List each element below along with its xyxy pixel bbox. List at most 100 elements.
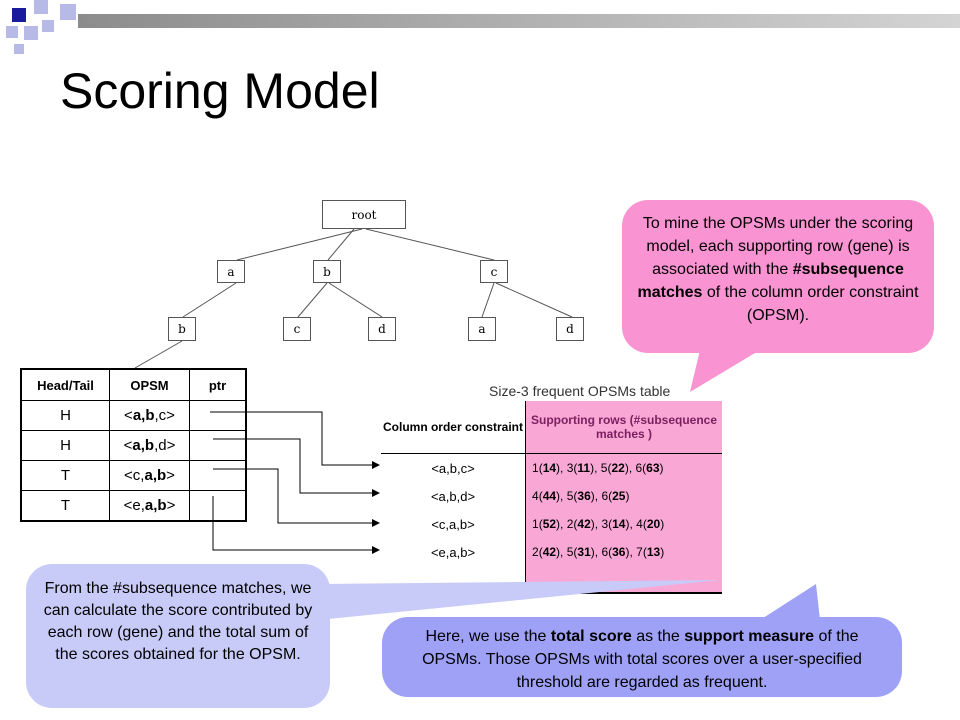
match-count: 14 bbox=[612, 517, 626, 531]
column-header: ptr bbox=[189, 368, 247, 401]
column-header: Supporting rows (#subsequence matches ) bbox=[525, 401, 722, 454]
opsm-cell: <e,a,b> bbox=[109, 490, 190, 522]
table-row: T <e,a,b> bbox=[20, 490, 247, 522]
opsm-text: > bbox=[166, 497, 176, 514]
match-count: 25 bbox=[612, 489, 626, 503]
column-header: OPSM bbox=[109, 368, 190, 401]
opsm-text: > bbox=[166, 467, 175, 484]
table-row: <a,b,d>4(44), 5(36), 6(25) bbox=[381, 482, 722, 510]
row-id: 5 bbox=[600, 461, 608, 475]
opsm-table-caption: Size-3 frequent OPSMs table bbox=[489, 383, 671, 399]
row-id: 5 bbox=[566, 545, 574, 559]
column-header: Head/Tail bbox=[20, 368, 110, 401]
tree-node-b-d: d bbox=[368, 317, 396, 341]
opsm-text: ,c> bbox=[154, 407, 175, 424]
corner-square bbox=[6, 26, 18, 38]
table-row: H <a,b,c> bbox=[20, 400, 247, 431]
opsm-cell: <a,b,d> bbox=[109, 430, 190, 461]
row-id: 4 bbox=[636, 517, 643, 531]
column-header: Column order constraint bbox=[381, 401, 526, 454]
row-id: 6 bbox=[601, 489, 609, 503]
lavender-callout: From the #subsequence matches, we can ca… bbox=[26, 564, 330, 708]
opsm-table: Column order constraint Supporting rows … bbox=[381, 401, 722, 594]
row-id: 3 bbox=[566, 461, 574, 475]
tree-node-c-a: a bbox=[468, 317, 496, 341]
slide-title: Scoring Model bbox=[60, 63, 380, 119]
row-id: 1 bbox=[532, 461, 539, 475]
tree-node-c: c bbox=[480, 260, 508, 283]
row-id: 4 bbox=[532, 489, 539, 503]
constraint-cell: <c,a,b> bbox=[381, 510, 526, 538]
head-tail-cell: H bbox=[20, 400, 110, 431]
table-header-row: Head/Tail OPSM ptr bbox=[20, 368, 247, 401]
table-row: <e,a,b>2(42), 5(31), 6(36), 7(13) bbox=[381, 538, 722, 566]
support-cell: 4(44), 5(36), 6(25) bbox=[525, 482, 722, 510]
tree-node-a: a bbox=[217, 260, 245, 283]
corner-square bbox=[34, 0, 48, 14]
table-row: <a,b,c>1(14), 3(11), 5(22), 6(63) bbox=[381, 453, 722, 482]
match-count: 14 bbox=[542, 461, 557, 475]
row-id: 2 bbox=[532, 545, 539, 559]
corner-square bbox=[60, 4, 76, 20]
row-id: 3 bbox=[601, 517, 609, 531]
match-count: 36 bbox=[577, 489, 591, 503]
callout-bold-text: support measure bbox=[684, 628, 815, 645]
table-row: H <a,b,d> bbox=[20, 430, 247, 461]
constraint-cell: <e,a,b> bbox=[381, 538, 526, 566]
row-id: 5 bbox=[566, 489, 574, 503]
support-cell: 1(14), 3(11), 5(22), 6(63) bbox=[525, 453, 722, 482]
corner-square bbox=[12, 8, 26, 22]
table-row: T <c,a,b> bbox=[20, 460, 247, 491]
constraint-cell: <a,b,d> bbox=[381, 482, 526, 510]
row-id: 7 bbox=[636, 545, 643, 559]
match-count: 44 bbox=[542, 489, 557, 503]
corner-square bbox=[14, 44, 24, 54]
match-count: 11 bbox=[577, 461, 591, 475]
callout-text: as the bbox=[631, 628, 685, 645]
match-count: 31 bbox=[577, 545, 591, 559]
head-tail-cell: T bbox=[20, 460, 110, 491]
opsm-text: < bbox=[123, 437, 133, 454]
match-count: 52 bbox=[542, 517, 557, 531]
callout-text: Here, we use the bbox=[425, 628, 551, 645]
pink-callout: To mine the OPSMs under the scoring mode… bbox=[622, 200, 934, 353]
ptr-cell bbox=[189, 490, 247, 522]
callout-text: To mine the OPSMs under the scoring mode… bbox=[642, 215, 914, 278]
callout-text: of the OPSMs. Those OPSMs with total sco… bbox=[422, 628, 862, 691]
opsm-cell: <c,a,b> bbox=[109, 460, 190, 491]
table-row: <c,a,b>1(52), 2(42), 3(14), 4(20) bbox=[381, 510, 722, 538]
table-header-row: Column order constraint Supporting rows … bbox=[381, 401, 722, 454]
constraint-cell: <a,b,c> bbox=[381, 453, 526, 482]
opsm-bold-text: a,b bbox=[132, 407, 155, 424]
tree-node-c-d: d bbox=[556, 317, 584, 341]
row-id: 6 bbox=[601, 545, 609, 559]
match-count: 63 bbox=[646, 461, 660, 475]
tree-node-b: b bbox=[313, 260, 341, 283]
callout-text: of the column order constraint (OPSM). bbox=[702, 284, 919, 324]
periwinkle-callout: Here, we use the total score as the supp… bbox=[382, 617, 902, 697]
opsm-text: < bbox=[124, 407, 133, 424]
header-band bbox=[78, 14, 960, 28]
match-count: 36 bbox=[612, 545, 626, 559]
callout-bold-text: total score bbox=[550, 628, 632, 645]
match-count: 42 bbox=[577, 517, 591, 531]
row-id: 6 bbox=[635, 461, 643, 475]
opsm-text: <e, bbox=[123, 497, 145, 514]
match-count: 22 bbox=[611, 461, 625, 475]
opsm-bold-text: a,b bbox=[144, 467, 167, 484]
ptr-cell bbox=[189, 460, 247, 491]
support-cell: 2(42), 5(31), 6(36), 7(13) bbox=[525, 538, 722, 566]
opsm-bold-text: a,b bbox=[144, 497, 167, 514]
match-count: 13 bbox=[646, 545, 661, 559]
head-tail-table: Head/Tail OPSM ptr H <a,b,c> H <a,b,d> T… bbox=[20, 368, 247, 522]
match-count: 42 bbox=[542, 545, 557, 559]
opsm-text: ,d> bbox=[154, 437, 176, 454]
tree-root-node: root bbox=[322, 200, 406, 229]
corner-square bbox=[42, 20, 54, 32]
tree-node-a-b: b bbox=[168, 317, 196, 341]
match-count: 20 bbox=[646, 517, 661, 531]
opsm-text: <c, bbox=[124, 467, 145, 484]
callout-bold-text: #subsequence matches bbox=[637, 261, 904, 301]
corner-square bbox=[24, 26, 38, 40]
